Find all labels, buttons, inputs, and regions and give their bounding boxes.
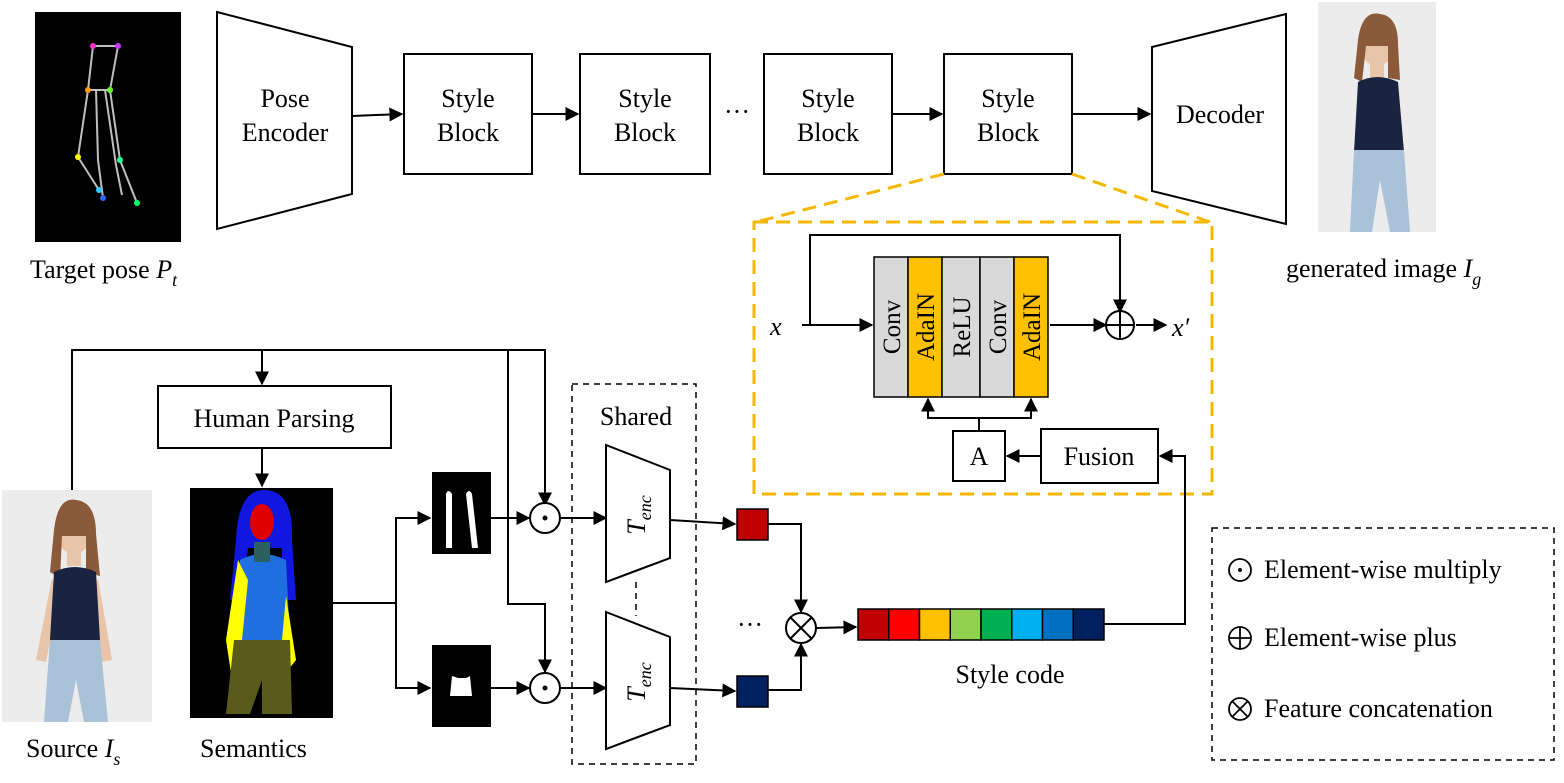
target-pose-caption: Target pose Pt [30, 255, 178, 290]
style-blocks-ellipsis: ··· [724, 97, 750, 126]
pose-encoder-label-2: Encoder [242, 118, 329, 147]
feature-square-red [736, 508, 769, 541]
pose-encoder-shape [216, 10, 353, 231]
human-parsing-label: Human Parsing [193, 404, 354, 433]
layer-adain-2 [1013, 256, 1049, 398]
legend-concat-icon [1228, 697, 1252, 721]
semantics-map [190, 488, 333, 718]
texture-encoder-bottom [605, 610, 671, 751]
fusion-label: Fusion [1064, 442, 1135, 471]
target-pose-image [35, 12, 181, 242]
style-block-4 [943, 53, 1073, 175]
style-block-2-line2: Block [614, 118, 676, 147]
fusion-box [1040, 428, 1159, 484]
mask-top-garment [432, 645, 491, 727]
semantics-to-mask-top [395, 511, 432, 603]
decoder-label: Decoder [1176, 100, 1264, 129]
multiply-node-top [529, 502, 561, 534]
legend-frame [1211, 527, 1555, 761]
arrow-a-to-adain-2 [979, 397, 1038, 419]
layer-adain-1-label: AdaIN [913, 293, 940, 361]
style-code-cell [1011, 608, 1044, 641]
source-to-multiply-bottom [507, 350, 552, 674]
arrow-encoder-to-block1 [351, 107, 404, 122]
style-code-label: Style code [955, 660, 1064, 689]
style-code-cell [888, 608, 921, 641]
style-block-3-line2: Block [797, 118, 859, 147]
human-parsing-box [157, 385, 392, 449]
texture-encoder-top [605, 443, 671, 584]
concat-to-style-code [816, 620, 858, 635]
generated-image [1318, 2, 1436, 232]
detail-output-x: x′ [1171, 313, 1190, 342]
encoder-bottom-to-feature [669, 683, 737, 698]
arrow-a-to-adain-1 [921, 397, 980, 431]
legend-multiply-icon [1228, 558, 1252, 582]
decoder-shape [1151, 12, 1287, 226]
encoder-bottom-label: Tenc [622, 662, 655, 701]
layer-conv-2-label: Conv [985, 299, 1012, 354]
feature-top-to-concat [768, 523, 808, 614]
legend-plus-label: Element-wise plus [1264, 623, 1457, 652]
style-block-detail-frame [752, 220, 1214, 496]
layer-conv-2 [979, 256, 1015, 398]
mask-arms [432, 472, 491, 554]
layer-relu [941, 256, 981, 398]
feature-square-navy [736, 675, 769, 708]
shared-label: Shared [600, 402, 672, 431]
feature-bottom-to-concat [768, 642, 808, 691]
layer-conv-1-label: Conv [879, 299, 906, 354]
semantics-caption: Semantics [200, 734, 307, 763]
encoder-top-label: Tenc [622, 495, 655, 534]
style-code-cell [1072, 608, 1105, 641]
concat-node [785, 612, 817, 644]
zoom-line-right [1071, 172, 1211, 224]
style-code-cell [918, 608, 951, 641]
style-block-1-line1: Style [441, 84, 494, 113]
style-block-4-line1: Style [981, 84, 1034, 113]
source-image [2, 490, 152, 722]
source-to-multiply-top [71, 349, 552, 507]
style-code-cell [857, 608, 890, 641]
style-block-2-line1: Style [618, 84, 671, 113]
source-caption: Source Is [26, 734, 120, 769]
style-code-bar [857, 608, 1105, 641]
feature-ellipsis: ··· [737, 610, 763, 639]
style-block-3 [763, 53, 893, 175]
style-code-cell [949, 608, 982, 641]
multiply-node-bottom [529, 672, 561, 704]
style-block-4-line2: Block [977, 118, 1039, 147]
style-code-cell [980, 608, 1013, 641]
affine-a-label: A [970, 442, 989, 471]
generated-caption: generated image Ig [1286, 254, 1481, 289]
zoom-line-left [755, 172, 945, 224]
style-code-cell [1041, 608, 1074, 641]
shared-frame [571, 383, 697, 765]
style-block-1-line2: Block [437, 118, 499, 147]
legend-concat-label: Feature concatenation [1264, 694, 1493, 723]
legend-multiply-label: Element-wise multiply [1264, 555, 1502, 584]
semantics-to-mask-bottom [395, 603, 432, 695]
layer-adain-2-label: AdaIN [1019, 293, 1046, 361]
detail-input-x: x [769, 312, 782, 341]
style-block-3-line1: Style [801, 84, 854, 113]
encoder-top-to-feature [669, 516, 737, 531]
style-block-2 [579, 53, 711, 175]
style-block-1 [403, 53, 533, 175]
element-wise-plus-node [1105, 310, 1135, 340]
pose-encoder-label-1: Pose [260, 84, 309, 113]
style-code-to-fusion [1104, 449, 1186, 625]
legend-plus-icon [1228, 626, 1252, 650]
layer-relu-label: ReLU [949, 296, 976, 357]
